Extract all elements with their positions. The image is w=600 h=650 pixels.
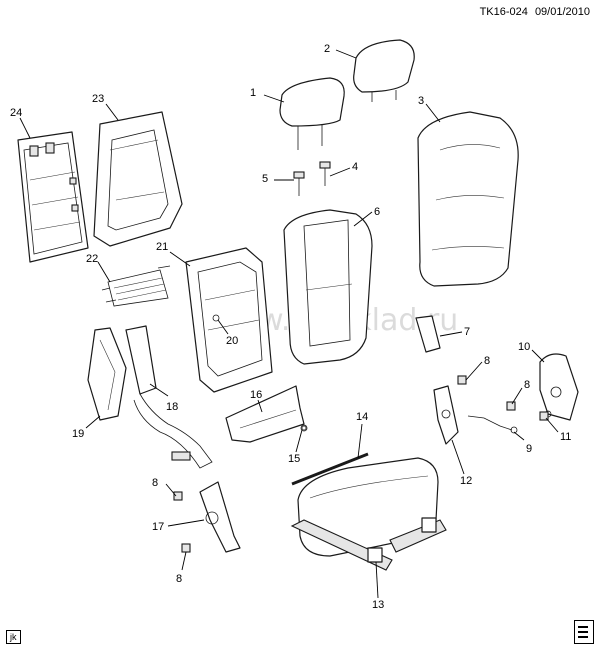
callout-8-c: 8 bbox=[152, 477, 158, 489]
part-seat-assembly bbox=[290, 457, 447, 571]
document-icon bbox=[574, 620, 594, 644]
callout-5: 5 bbox=[262, 173, 268, 185]
part-head-restraint-2 bbox=[353, 39, 415, 102]
part-head-restraint-1 bbox=[279, 77, 345, 150]
callout-11: 11 bbox=[560, 431, 571, 443]
part-seatback-panel bbox=[17, 131, 89, 263]
callout-7: 7 bbox=[464, 326, 470, 338]
callout-23: 23 bbox=[92, 93, 104, 105]
callout-24: 24 bbox=[10, 107, 22, 119]
callout-10: 10 bbox=[518, 341, 530, 353]
part-lumbar-wire bbox=[101, 265, 171, 307]
callout-8-b: 8 bbox=[524, 379, 530, 391]
diagram-code: TK16-024 bbox=[479, 6, 528, 18]
part-back-trim-frame bbox=[93, 111, 183, 247]
fastener-11 bbox=[539, 411, 549, 421]
part-recliner-right bbox=[433, 385, 459, 445]
callout-16: 16 bbox=[250, 389, 262, 401]
part-adjuster-cable bbox=[467, 415, 518, 434]
fastener-8-d bbox=[181, 543, 191, 553]
callout-20: 20 bbox=[226, 335, 238, 347]
part-guide-5 bbox=[293, 171, 305, 196]
callout-15: 15 bbox=[288, 453, 300, 465]
callout-21: 21 bbox=[156, 241, 168, 253]
part-rod bbox=[291, 452, 369, 486]
part-guide-4 bbox=[319, 161, 331, 186]
callout-2: 2 bbox=[324, 43, 330, 55]
fastener-8-c bbox=[173, 491, 183, 501]
callout-14: 14 bbox=[356, 411, 368, 423]
callout-13: 13 bbox=[372, 599, 384, 611]
callout-labels: 1 2 3 4 5 6 7 8 8 8 8 9 10 11 12 13 14 1… bbox=[10, 43, 571, 611]
part-bracket-16 bbox=[225, 385, 308, 443]
callout-8-a: 8 bbox=[484, 355, 490, 367]
part-clip-7 bbox=[415, 315, 441, 353]
fastener-8-a bbox=[457, 375, 467, 385]
callout-3: 3 bbox=[418, 95, 424, 107]
callout-19: 19 bbox=[72, 428, 84, 440]
callout-6: 6 bbox=[374, 206, 380, 218]
part-seatback-pad bbox=[283, 209, 373, 365]
part-side-panel bbox=[87, 327, 127, 421]
callout-9: 9 bbox=[526, 443, 532, 455]
callout-1: 1 bbox=[250, 87, 256, 99]
callout-4: 4 bbox=[352, 161, 358, 173]
part-seatback-frame bbox=[185, 247, 273, 393]
callout-12: 12 bbox=[460, 475, 472, 487]
part-recliner-left bbox=[199, 481, 241, 553]
part-recliner-cover bbox=[539, 353, 579, 421]
callout-8-d: 8 bbox=[176, 573, 182, 585]
fastener-15 bbox=[301, 425, 307, 431]
fastener-8-b bbox=[506, 401, 516, 411]
corner-tag: jk bbox=[6, 630, 21, 644]
leader-lines bbox=[19, 49, 559, 599]
diagram-header: TK16-024 09/01/2010 bbox=[476, 6, 590, 18]
diagram-date: 09/01/2010 bbox=[534, 6, 590, 18]
callout-17: 17 bbox=[152, 521, 164, 533]
callout-22: 22 bbox=[86, 253, 98, 265]
callout-18: 18 bbox=[166, 401, 178, 413]
part-seatback-cover bbox=[417, 111, 519, 287]
